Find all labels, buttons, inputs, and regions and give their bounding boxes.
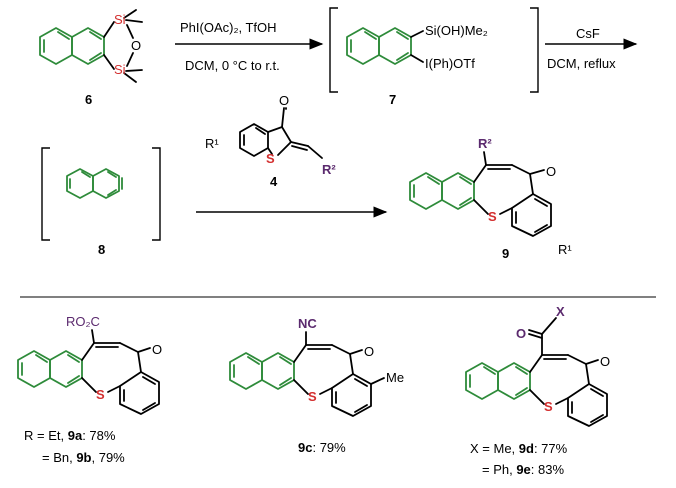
product-9-structure [409, 151, 552, 237]
ex9c-carbonyl-oxygen: O [364, 344, 374, 359]
ex9de-acyl-oxygen: O [516, 326, 526, 341]
ex9de-caption-line1: X = Me, 9d: 77% [470, 441, 568, 456]
step1-conditions: DCM, 0 °C to r.t. [185, 58, 280, 73]
ex9c-nitrile-substituent: NC [298, 316, 317, 331]
ex9ab-carbonyl-oxygen: O [152, 342, 162, 357]
product-9-r2: R² [478, 136, 492, 151]
reagent-4-structure [239, 107, 323, 159]
ex9c-methyl: Me [386, 370, 404, 385]
example-9de-structure [465, 317, 608, 427]
silicon-atom-top: Si [114, 12, 126, 27]
iodonium-group: I(Ph)OTf [425, 56, 475, 71]
example-9ab-structure [17, 329, 160, 415]
right-bracket-8 [152, 147, 161, 241]
ex9de-x-substituent: X [556, 304, 565, 319]
ex9ab-ester-substituent: RO₂C [66, 314, 100, 329]
reagent-4-label: 4 [270, 174, 278, 189]
left-bracket-7 [329, 7, 338, 93]
reagent-4-r2: R² [322, 162, 336, 177]
oxygen-atom: O [131, 38, 141, 53]
step2-reagents: CsF [576, 26, 600, 41]
product-9-r1: R¹ [558, 242, 572, 257]
step1-reagents: PhI(OAc)₂, TfOH [180, 20, 277, 35]
compound-7-label: 7 [389, 92, 396, 107]
product-9-sulfur: S [488, 209, 497, 224]
left-bracket-8 [41, 147, 50, 241]
ex9de-sulfur: S [544, 399, 553, 414]
ex9de-caption-line2: = Ph, 9e: 83% [482, 462, 564, 477]
product-9-carbonyl-oxygen: O [546, 164, 556, 179]
ex9de-carbonyl-oxygen: O [600, 354, 610, 369]
ex9ab-caption-line2: = Bn, 9b, 79% [42, 450, 125, 465]
right-bracket-7 [530, 7, 539, 93]
silicon-atom-bottom: Si [114, 62, 126, 77]
reagent-4-carbonyl-oxygen: O [279, 93, 289, 108]
compound-8-label: 8 [98, 242, 105, 257]
ex9ab-caption-line1: R = Et, 9a: 78% [24, 428, 116, 443]
reagent-4-r1: R¹ [205, 136, 219, 151]
product-9-label: 9 [502, 246, 509, 261]
ex9c-sulfur: S [308, 389, 317, 404]
ex9c-caption: 9c: 79% [298, 440, 346, 455]
compound-6-structure [39, 9, 143, 83]
ex9ab-sulfur: S [96, 387, 105, 402]
step2-conditions: DCM, reflux [547, 56, 616, 71]
example-9c-structure [229, 331, 385, 417]
silanol-group: Si(OH)Me₂ [425, 23, 488, 38]
compound-6-label: 6 [85, 92, 92, 107]
compound-8-structure [66, 168, 123, 199]
compound-7-structure [346, 27, 424, 65]
reagent-4-sulfur: S [266, 151, 275, 166]
